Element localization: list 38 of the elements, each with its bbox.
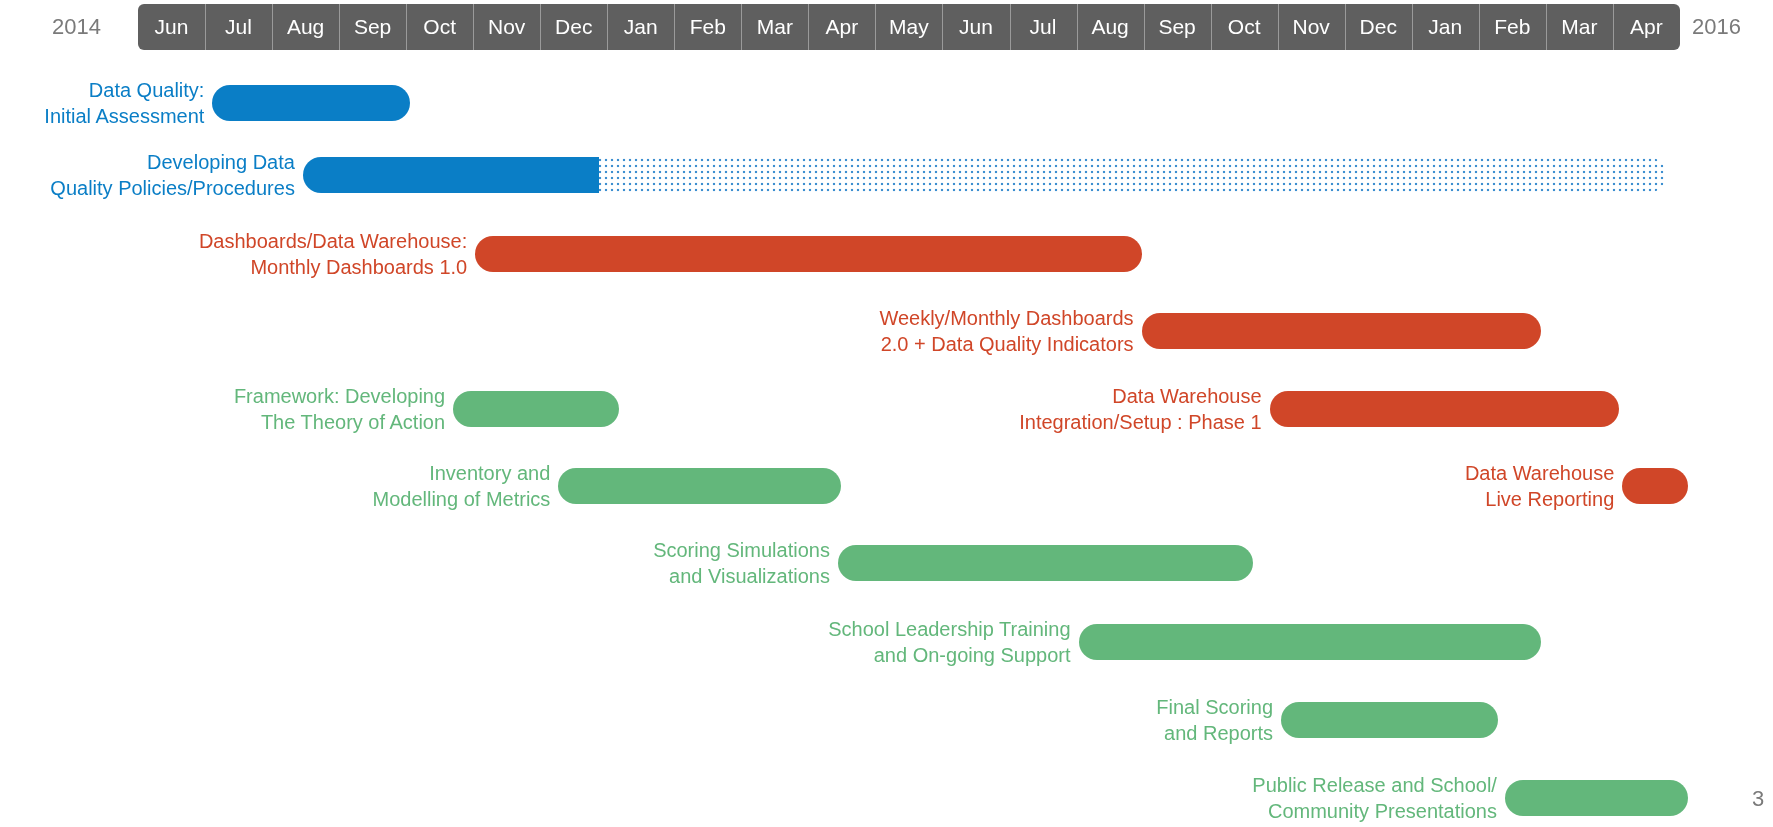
task-label: Weekly/Monthly Dashboards 2.0 + Data Quality Indicators: [878, 306, 1134, 357]
year-label: 2016: [1692, 13, 1741, 41]
task-label: Scoring Simulations and Visualizations: [652, 538, 830, 589]
month-label: Dec: [1358, 14, 1398, 40]
task-label: Developing Data Quality Policies/Procedures: [49, 150, 295, 201]
task-label: Data Quality: Initial Assessment: [43, 78, 205, 129]
month-label: Aug: [1090, 14, 1130, 40]
month-label: Jun: [958, 14, 994, 40]
task-label: Data Warehouse Integration/Setup : Phase 1: [1018, 384, 1262, 435]
month-label: Feb: [688, 14, 727, 40]
task-label: Public Release and School/ Community Presentations: [1251, 773, 1497, 824]
month-label: Jan: [1427, 14, 1464, 40]
month-label: Sep: [352, 14, 393, 40]
month-label: Oct: [1226, 14, 1262, 40]
month-label: Dec: [554, 14, 594, 40]
month-label: Feb: [1493, 14, 1532, 40]
year-label: 2014: [52, 13, 101, 41]
month-label: Jan: [622, 14, 659, 40]
task-label: Data Warehouse Live Reporting: [1463, 461, 1615, 512]
page-number: 3: [1752, 785, 1765, 813]
month-label: Apr: [824, 14, 860, 40]
month-label: May: [888, 14, 930, 40]
task-label: Dashboards/Data Warehouse: Monthly Dashboards 1.0: [197, 229, 468, 280]
month-label: Jun: [153, 14, 190, 40]
month-label: Mar: [755, 14, 794, 40]
month-label: Jul: [224, 14, 253, 40]
task-label: Framework: Developing The Theory of Action: [232, 384, 446, 435]
month-label: Sep: [1157, 14, 1197, 40]
month-label: Mar: [1560, 14, 1599, 40]
task-label: School Leadership Training and On-going Support: [827, 617, 1071, 668]
month-label: Jul: [1028, 14, 1058, 40]
task-label: Final Scoring and Reports: [1155, 695, 1274, 746]
month-label: Nov: [487, 14, 527, 40]
month-label: Nov: [1291, 14, 1331, 40]
task-label: Inventory and Modelling of Metrics: [371, 461, 551, 512]
month-label: Apr: [1629, 14, 1664, 40]
month-label: Aug: [285, 14, 326, 40]
month-label: Oct: [422, 14, 457, 40]
